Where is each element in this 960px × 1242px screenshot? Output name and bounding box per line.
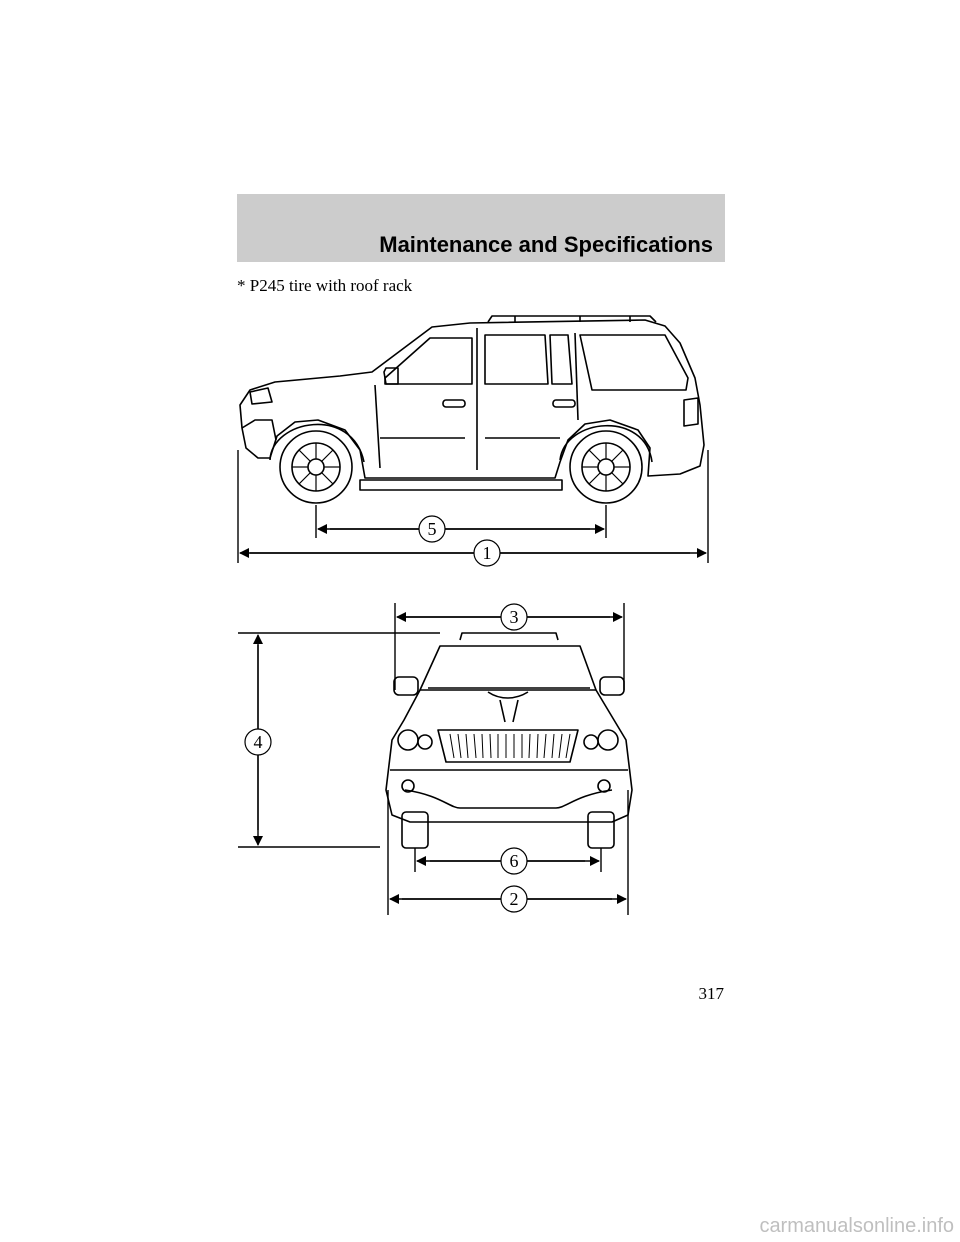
side-view-vehicle	[239, 315, 705, 504]
wheel-spokes	[292, 443, 630, 491]
section-title: Maintenance and Specifications	[379, 232, 713, 257]
callout-4: 4	[244, 728, 272, 756]
callout-5-label: 5	[428, 519, 437, 539]
callout-5: 5	[418, 515, 446, 543]
front-view-dimensions	[238, 603, 629, 915]
callout-1: 1	[473, 539, 501, 567]
callout-2: 2	[500, 885, 528, 913]
side-view-dimensions	[237, 450, 709, 563]
callout-1-label: 1	[483, 543, 492, 563]
page-number: 317	[698, 984, 725, 1003]
callout-4-label: 4	[254, 732, 263, 752]
front-view-vehicle	[385, 632, 633, 849]
footnote: * P245 tire with roof rack	[237, 276, 413, 295]
watermark: carmanualsonline.info	[759, 1215, 954, 1237]
grille-bars	[449, 733, 571, 759]
callout-6: 6	[500, 847, 528, 875]
section-header-band: Maintenance and Specifications	[237, 194, 725, 262]
callout-3: 3	[500, 603, 528, 631]
callout-2-label: 2	[510, 889, 519, 909]
callout-3-label: 3	[510, 607, 519, 627]
callout-6-label: 6	[510, 851, 519, 871]
